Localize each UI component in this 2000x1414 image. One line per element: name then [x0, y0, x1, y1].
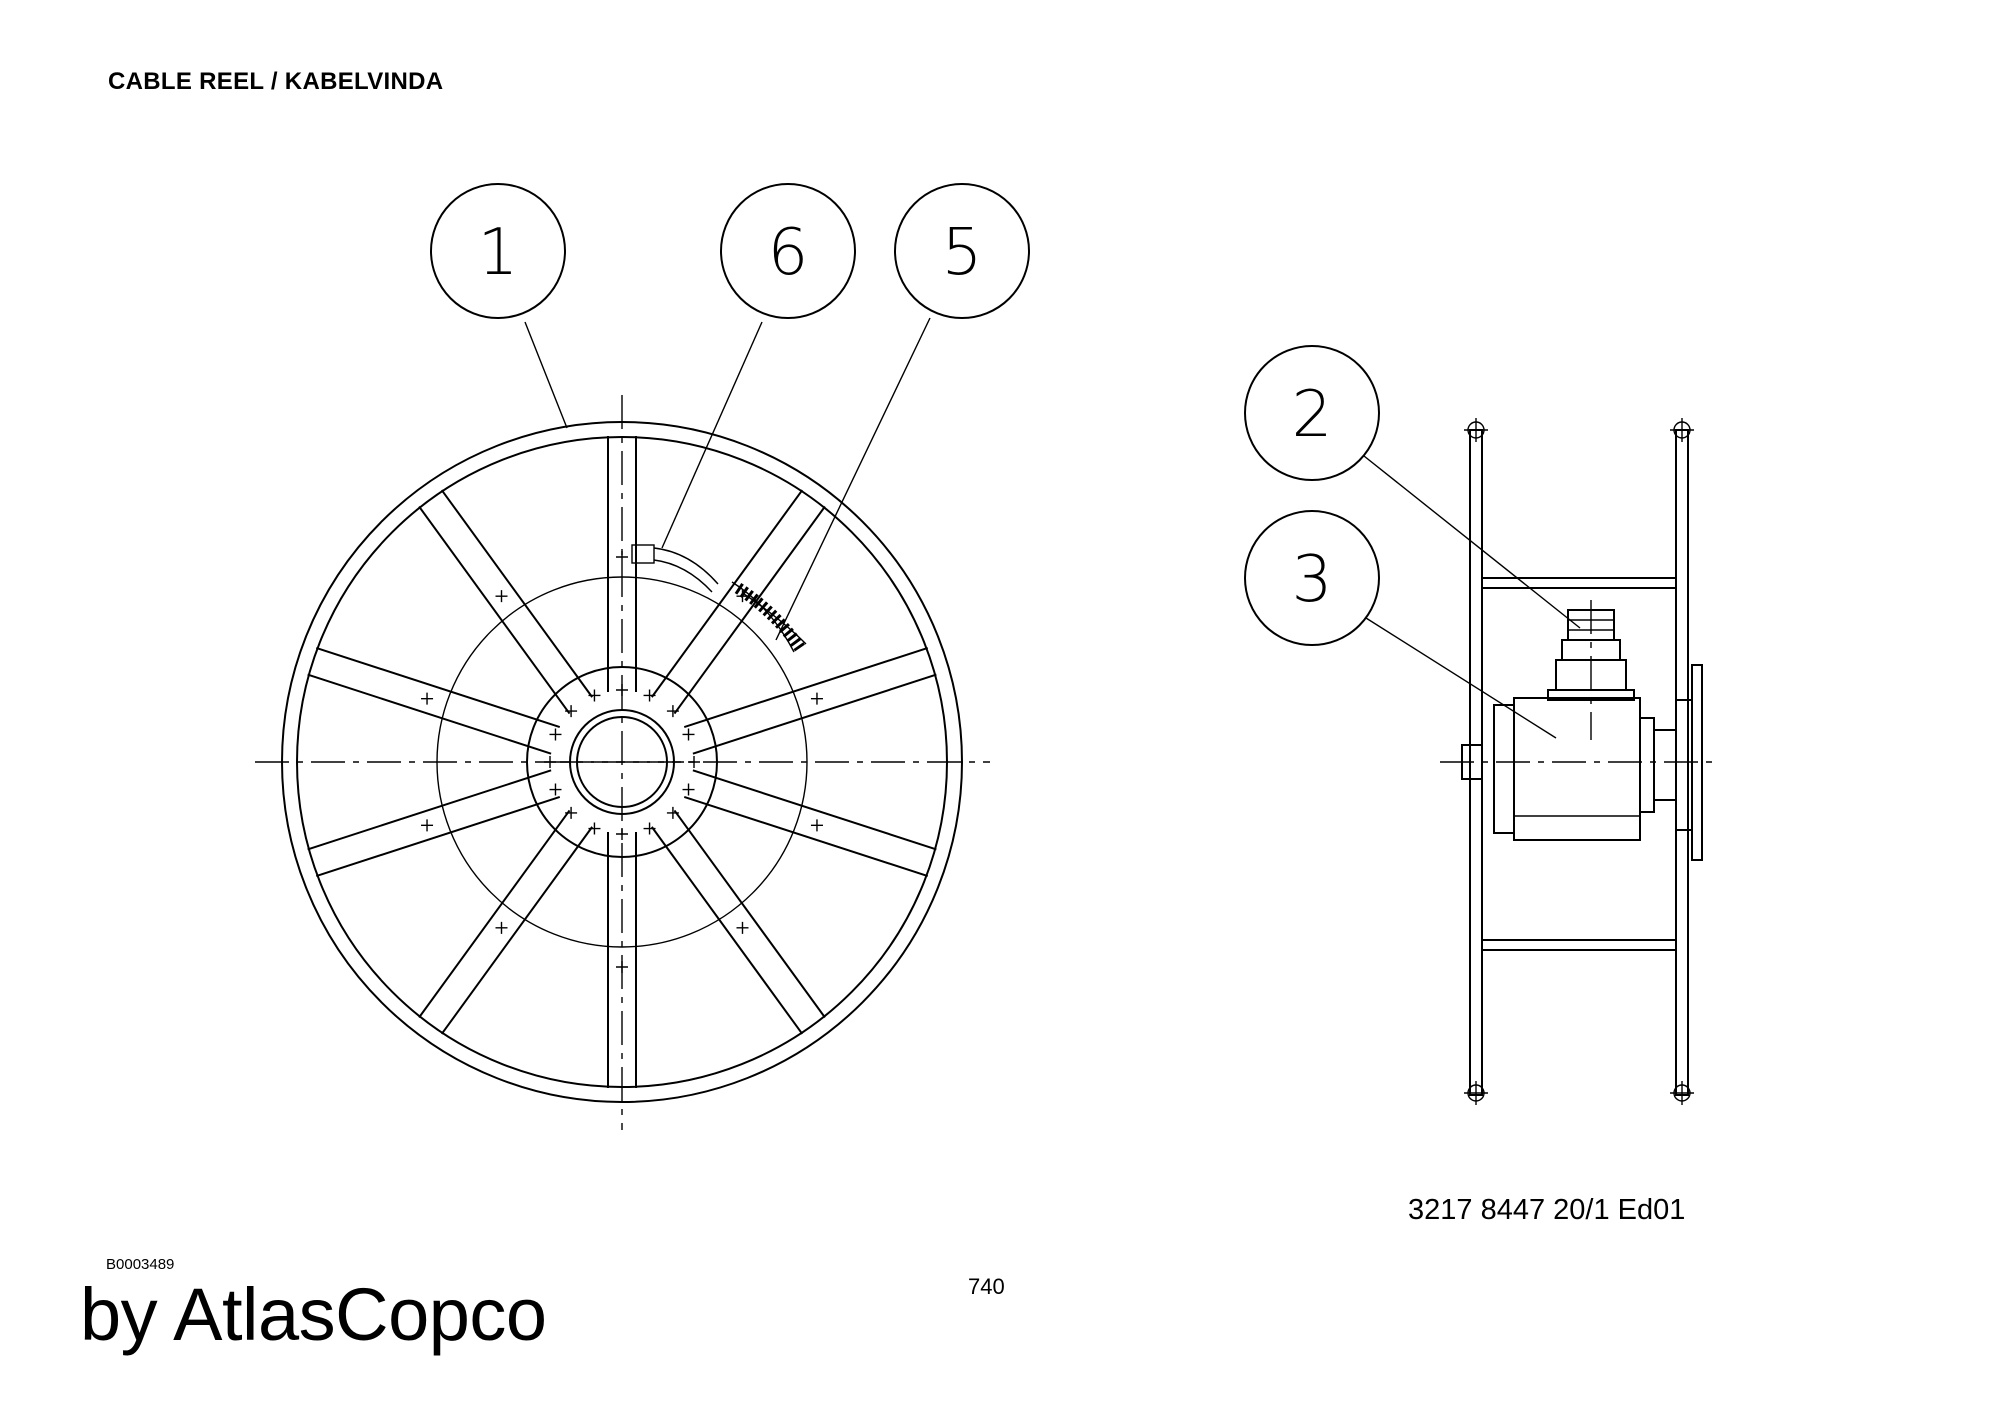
spoke: [607, 832, 637, 1088]
leader-line-3: [1365, 617, 1557, 739]
leader-line-1: [524, 321, 568, 429]
reel-spokes: [307, 436, 937, 1088]
hub-bolt: [565, 806, 578, 819]
reel-outer-rim: [281, 421, 963, 1103]
hose-outline: [731, 581, 807, 653]
cable-hose: [731, 581, 807, 653]
hub-bolt: [666, 705, 679, 718]
side-view: 2 3: [1244, 345, 1720, 1105]
hub-bolt: [549, 728, 562, 741]
page-title: CABLE REEL / KABELVINDA: [108, 68, 444, 95]
leader-line-6: [661, 321, 763, 549]
svg-text:5: 5: [942, 216, 983, 290]
reel-inner-rim: [296, 436, 948, 1088]
callout-5: 5: [894, 183, 1030, 319]
hub-bolt: [643, 822, 656, 835]
spoke: [651, 489, 826, 715]
leader-line-5: [775, 317, 931, 641]
svg-text:6: 6: [768, 216, 809, 290]
hub-bolt: [565, 705, 578, 718]
image-code: B0003489: [106, 1256, 175, 1273]
clamp-block: [631, 544, 655, 564]
hub-bolt: [616, 828, 628, 840]
document-number: 3217 8447 20/1 Ed01: [1408, 1194, 1686, 1226]
spoke: [683, 646, 937, 755]
hub-bolt: [688, 756, 700, 768]
svg-text:3: 3: [1292, 543, 1333, 617]
svg-text:2: 2: [1292, 378, 1333, 452]
spoke: [651, 809, 826, 1035]
callout-2: 2: [1244, 345, 1380, 481]
hub-bolt: [616, 684, 628, 696]
hub-bolts: [544, 684, 700, 840]
hub-bolt: [682, 728, 695, 741]
reel-hub-flange: [526, 666, 718, 858]
spoke: [418, 809, 593, 1035]
gearbox-body: [1513, 697, 1641, 841]
front-view: 1 6 5: [255, 183, 1030, 1130]
cable-clamp: [631, 544, 719, 593]
spoke: [607, 436, 637, 692]
spoke: [683, 769, 937, 878]
hub-bolt: [666, 806, 679, 819]
hub-bolt: [643, 689, 656, 702]
clamp-cable: [653, 547, 719, 593]
page-number: 740: [968, 1274, 1005, 1299]
spoke: [307, 769, 561, 878]
leader-line-2: [1363, 455, 1581, 629]
callout-6: 6: [720, 183, 856, 319]
hub-bolt: [682, 783, 695, 796]
left-shaft-stub: [1461, 744, 1483, 780]
hub-bolt: [588, 689, 601, 702]
motor: [1547, 600, 1635, 740]
hub-bolt: [588, 822, 601, 835]
flange-end-marks: [1464, 418, 1694, 1105]
reel-drum: [436, 576, 808, 948]
callout-1: 1: [430, 183, 566, 319]
hub-bolt: [549, 783, 562, 796]
brand-watermark: by AtlasCopco: [80, 1273, 547, 1356]
callout-3: 3: [1244, 510, 1380, 646]
spoke: [307, 646, 561, 755]
svg-text:1: 1: [478, 216, 519, 290]
hub-bolt: [544, 756, 556, 768]
spoke: [418, 489, 593, 715]
gearbox: [1493, 664, 1703, 861]
